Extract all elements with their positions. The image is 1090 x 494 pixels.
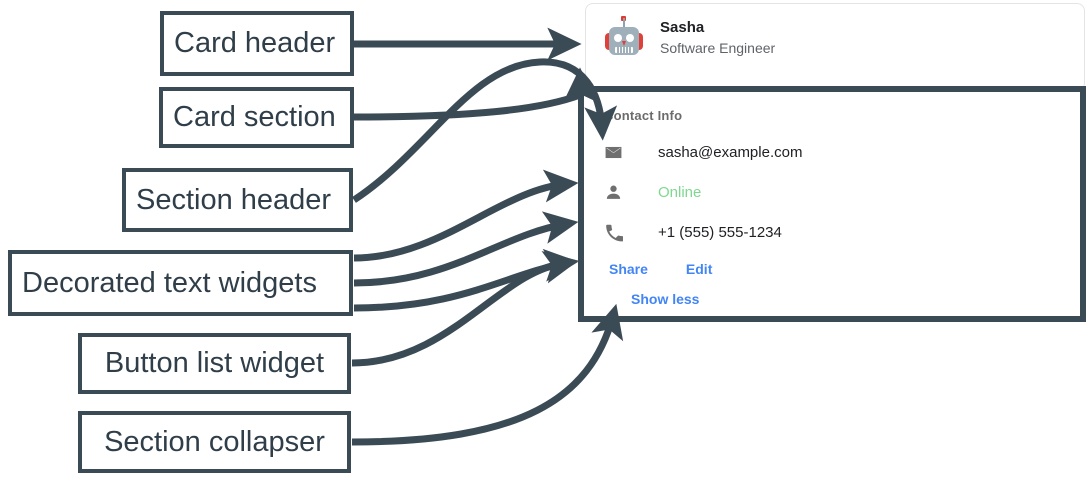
label-card-section-text: Card section [173,101,336,133]
card-header: Sasha Software Engineer [586,4,1084,60]
arrow-decorated-1 [353,169,579,262]
email-icon [602,141,624,163]
decorated-text-widget-phone[interactable]: +1 (555) 555-1234 [602,217,1080,247]
phone-icon [602,221,624,243]
edit-button[interactable]: Edit [685,261,713,277]
section-header: Contact Info [604,108,683,123]
arrow-button-list [351,248,579,367]
label-card-header: Card header [160,11,354,76]
label-decorated-text-widgets-text: Decorated text widgets [22,266,317,299]
label-card-section: Card section [159,87,354,148]
label-decorated-text-widgets: Decorated text widgets [8,250,353,316]
arrow-section-header [352,58,618,203]
person-icon [602,181,624,203]
share-button[interactable]: Share [609,261,648,277]
button-list-widget: Share Edit [609,257,1080,281]
card-title: Sasha [660,18,705,36]
section-collapser: Show less [631,291,1080,313]
label-button-list-widget-text: Button list widget [104,347,325,379]
label-card-header-text: Card header [174,27,336,59]
label-button-list-widget: Button list widget [78,333,351,394]
arrow-collapser [351,303,624,446]
arrow-decorated-2 [353,211,579,287]
arrow-card-section [353,67,597,121]
decorated-text-widget-email[interactable]: sasha@example.com [602,137,1080,167]
card-subtitle: Software Engineer [660,40,776,57]
status-value: Online [658,183,702,201]
label-section-header: Section header [122,168,353,232]
decorated-text-widget-status[interactable]: Online [602,177,1080,207]
label-section-collapser: Section collapser [78,411,351,473]
robot-avatar-icon [602,16,646,60]
card-section: Contact Info sasha@example.com Online +1… [578,86,1086,322]
profile-card: Sasha Software Engineer [585,3,1085,91]
label-section-header-text: Section header [136,183,332,216]
phone-value: +1 (555) 555-1234 [658,223,782,241]
email-value: sasha@example.com [658,143,803,161]
show-less-button[interactable]: Show less [631,291,700,307]
label-section-collapser-text: Section collapser [104,425,325,458]
